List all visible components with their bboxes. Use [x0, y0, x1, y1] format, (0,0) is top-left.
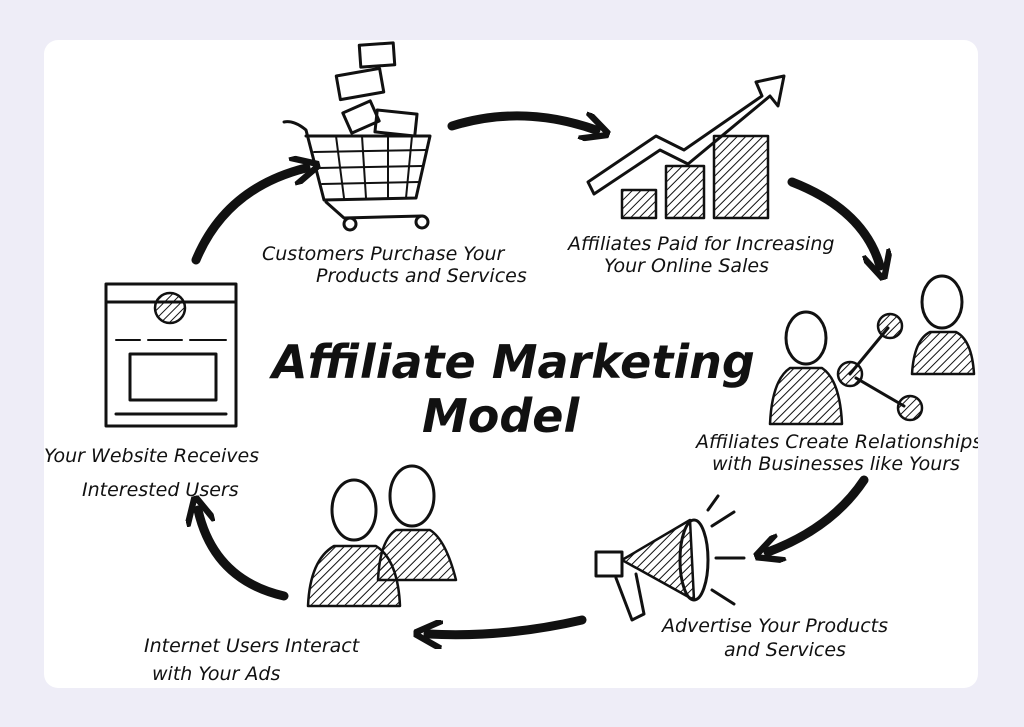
step-relationships: Affiliates Create Relationships with Bus…	[694, 274, 978, 475]
cycle-arrows	[191, 111, 880, 635]
arrow-megaphone-to-users	[428, 615, 587, 635]
diagram-title: Affiliate Marketing Model	[269, 335, 755, 443]
step-users-interact-line-1: Internet Users Interact	[144, 635, 361, 657]
step-website-line-2: Interested Users	[82, 479, 239, 501]
step-affiliates-paid: Affiliates Paid for Increasing Your Onli…	[566, 74, 834, 277]
website-icon	[104, 282, 238, 428]
step-relationships-line-2: with Businesses like Yours	[712, 453, 960, 475]
arrow-chart-to-network	[787, 177, 880, 266]
step-affiliates-paid-line-1: Affiliates Paid for Increasing	[566, 233, 834, 255]
shopping-cart-icon	[282, 41, 432, 232]
arrow-website-to-cart	[191, 168, 306, 265]
step-purchase-line-2: Products and Services	[316, 265, 527, 287]
network-people-icon	[768, 274, 976, 426]
users-icon	[306, 464, 458, 608]
step-advertise-line-1: Advertise Your Products	[660, 615, 888, 637]
arrow-cart-to-chart	[447, 111, 596, 130]
growth-chart-icon	[586, 74, 786, 220]
step-purchase-line-1: Customers Purchase Your	[262, 243, 505, 265]
step-relationships-line-1: Affiliates Create Relationships	[694, 431, 978, 453]
diagram-canvas: Affiliate Marketing Model Customers Purc…	[44, 41, 978, 685]
step-website: Your Website Receives Interested Users	[44, 282, 259, 501]
diagram-card: Affiliate Marketing Model Customers Purc…	[44, 40, 978, 688]
step-users-interact-line-2: with Your Ads	[152, 663, 280, 685]
step-website-line-1: Your Website Receives	[44, 445, 259, 467]
step-purchase: Customers Purchase Your Products and Ser…	[262, 41, 527, 287]
title-line-1: Affiliate Marketing	[269, 335, 755, 389]
title-line-2: Model	[422, 389, 581, 443]
arrow-users-to-website	[198, 510, 289, 601]
arrow-network-to-megaphone	[768, 475, 869, 552]
megaphone-icon	[594, 494, 746, 622]
step-affiliates-paid-line-2: Your Online Sales	[604, 255, 769, 277]
step-advertise: Advertise Your Products and Services	[594, 494, 888, 661]
step-users-interact: Internet Users Interact with Your Ads	[144, 464, 458, 685]
step-advertise-line-2: and Services	[724, 639, 846, 661]
